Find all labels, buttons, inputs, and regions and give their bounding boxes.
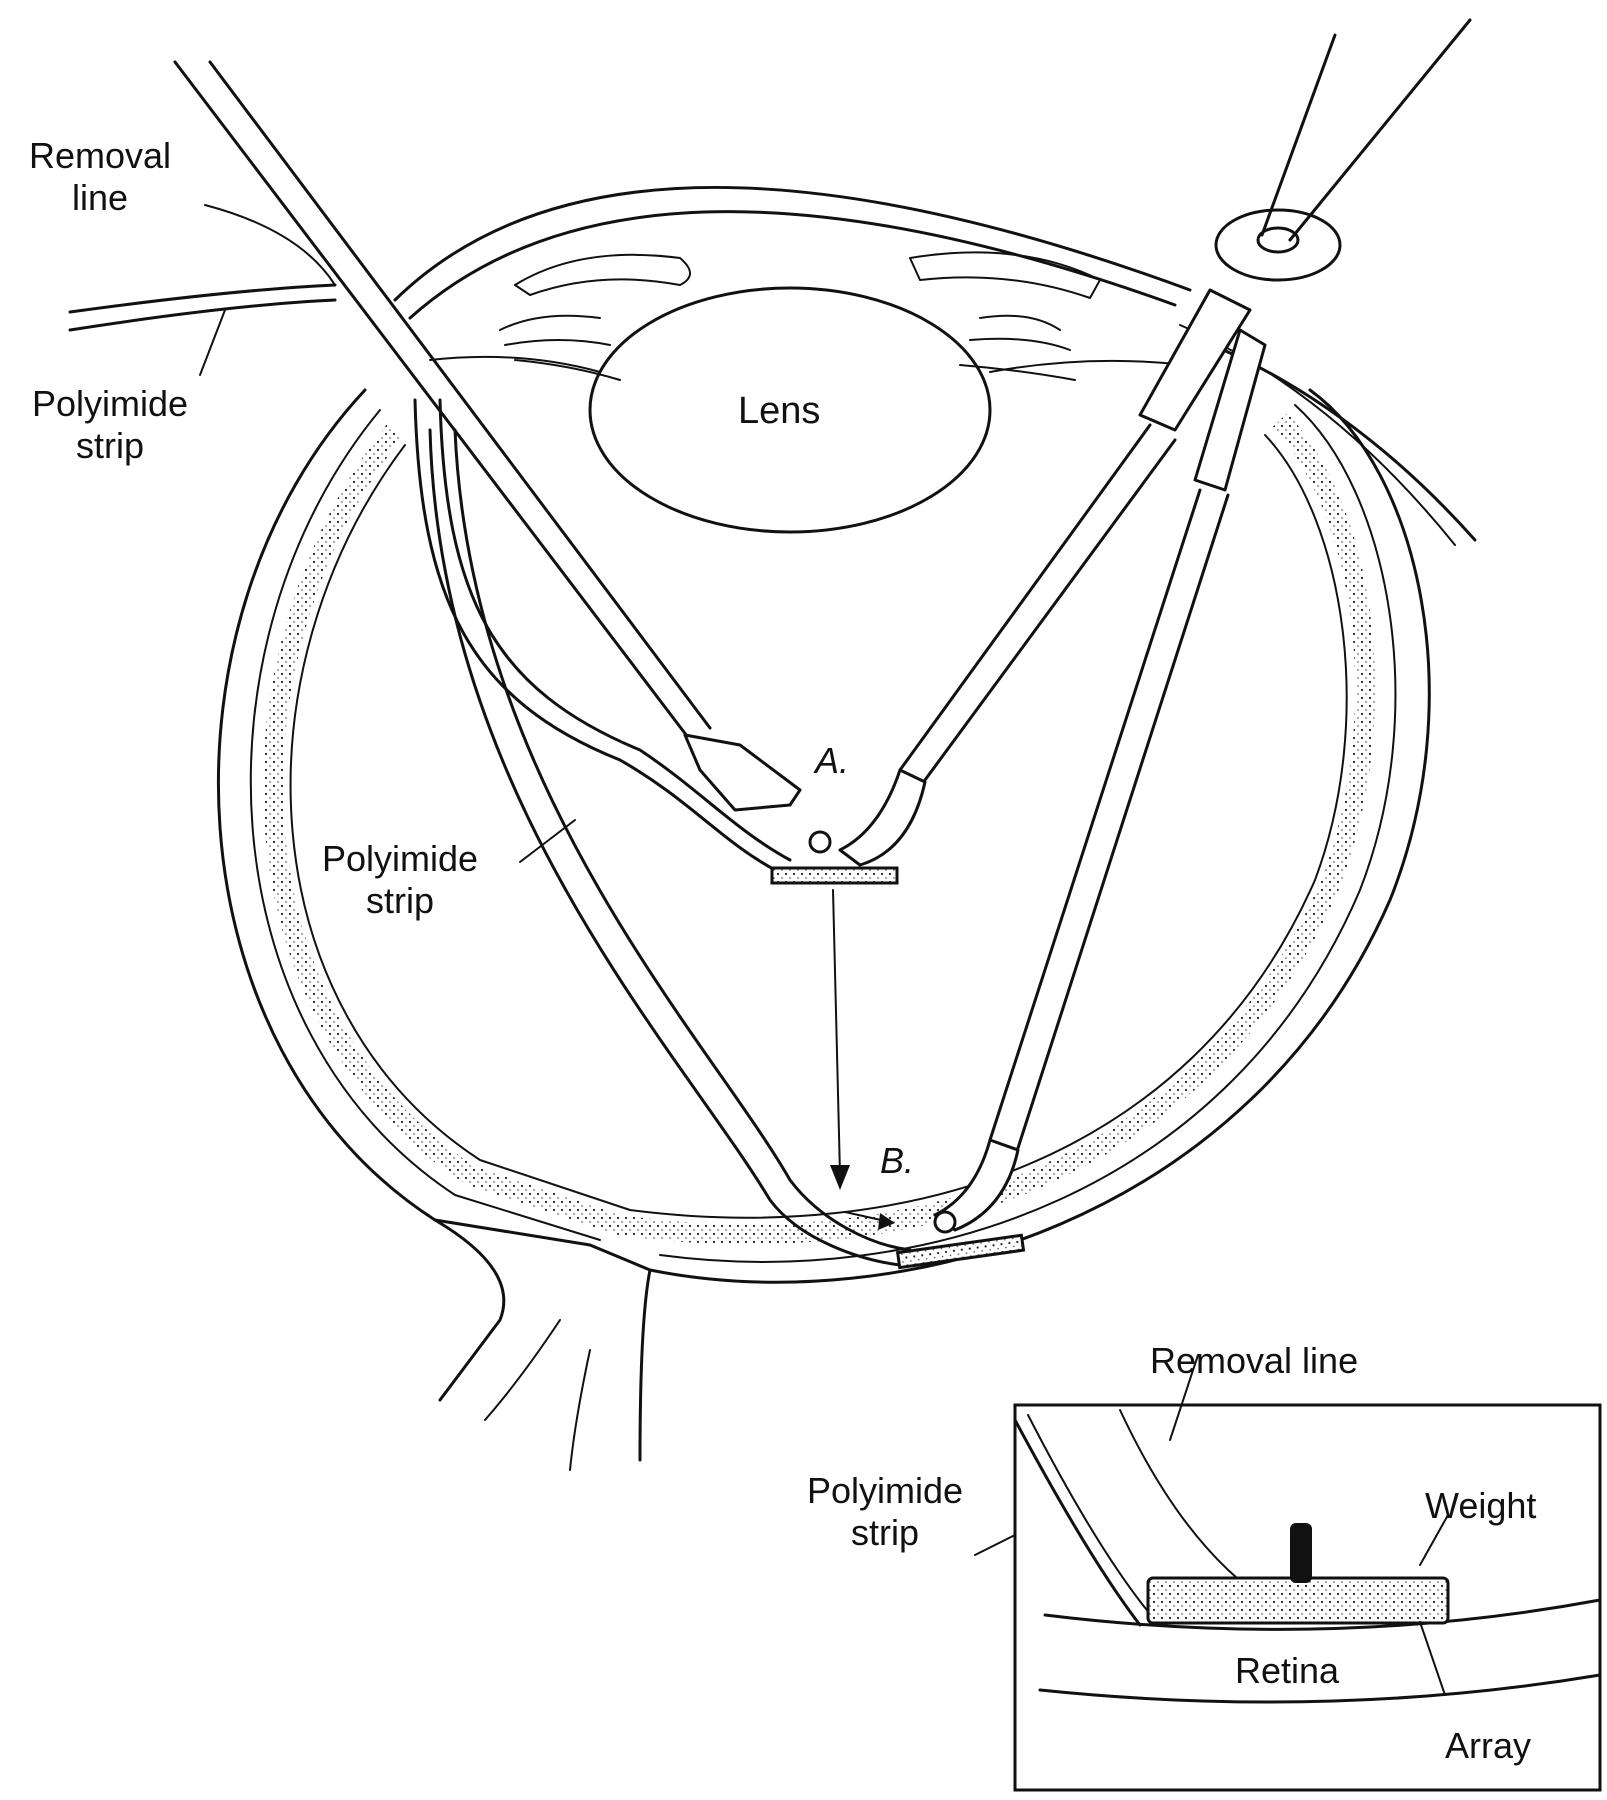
optic-nerve-center-2 [569,1349,591,1471]
iris-left [514,253,691,296]
label-array: Array [1445,1725,1532,1766]
forceps-b-shaft-2 [1016,493,1230,1150]
label-weight: Weight [1425,1485,1537,1526]
inset-weight-array [1146,1576,1450,1625]
forceps-a-tip [838,768,927,867]
cornea-outer [393,186,1192,302]
array-b [895,1233,1026,1270]
label-polyimide-strip-mid: Polyimide strip [321,838,479,921]
polyimide-strip-lower-2 [453,428,912,1252]
inset-leader-polyimide [974,1534,1016,1556]
move-arrow-line [832,889,841,1176]
label-stage-a: A. [815,740,850,781]
forceps-a-grip [808,830,832,854]
inset-leader-removal [1169,1354,1199,1441]
inset-weight-post [1290,1523,1312,1583]
polyimide-strip-entry-2 [68,298,337,332]
inset-polyimide-strip-2 [1027,1414,1156,1621]
light-pipe-1 [1260,33,1337,237]
sclera-outer [216,388,1431,1284]
inset-leader-array [1419,1621,1446,1696]
removal-line [204,204,336,286]
ciliary-left [499,314,621,381]
label-polyimide-strip-inset: Polyimide strip [806,1470,964,1553]
label-polyimide-strip-top: Polyimide strip [31,383,189,466]
leader-polyimide-mid [519,819,576,863]
polyimide-strip-lower-1 [428,428,902,1267]
move-arrow-head [830,1165,850,1190]
polyimide-strip-inner-2 [438,398,792,862]
retina-inner-line [289,434,1348,1219]
polyimide-strip-entry [68,283,337,314]
ciliary-right [959,314,1076,381]
lens-shape [588,286,992,534]
left-instrument-shaft [173,60,692,742]
cornea-inner [408,210,1177,320]
label-retina: Retina [1235,1650,1340,1691]
forceps-b-tip [933,1138,1020,1232]
forceps-a-shaft-2 [923,438,1177,782]
forceps-b-shaft-1 [988,488,1202,1142]
label-removal-line-top: Removal line [28,135,172,218]
optic-nerve-left [433,1218,506,1402]
label-stage-b: B. [880,1140,915,1181]
retina-band [263,413,1376,1245]
leader-polyimide-top [199,309,226,376]
cannula-sleeve [1138,288,1252,432]
label-lens: Lens [738,390,821,432]
choroid-layer [249,404,1397,1263]
light-pipe-2 [1288,18,1472,242]
label-removal-line-inset: Removal line [1150,1340,1359,1381]
inset-retina-lower [1038,1673,1602,1704]
slide-arrow-head [878,1213,895,1230]
optic-nerve-center [484,1319,561,1421]
cannula-ring-hole [1256,226,1300,254]
array-a [770,866,899,885]
forceps-a-shaft-1 [898,423,1152,772]
forceps-b-grip [933,1210,957,1234]
optic-nerve-right [638,1268,652,1462]
left-instrument-tip [683,733,802,812]
inset-leader-weight [1419,1514,1449,1566]
forceps-b-sleeve [1193,328,1267,492]
inset-retina-upper [1043,1598,1602,1631]
iris-right [909,251,1101,299]
left-instrument-shaft-2 [208,60,712,730]
inset-polyimide-strip-1 [1013,1418,1142,1627]
polyimide-strip-inner-1 [413,398,777,872]
